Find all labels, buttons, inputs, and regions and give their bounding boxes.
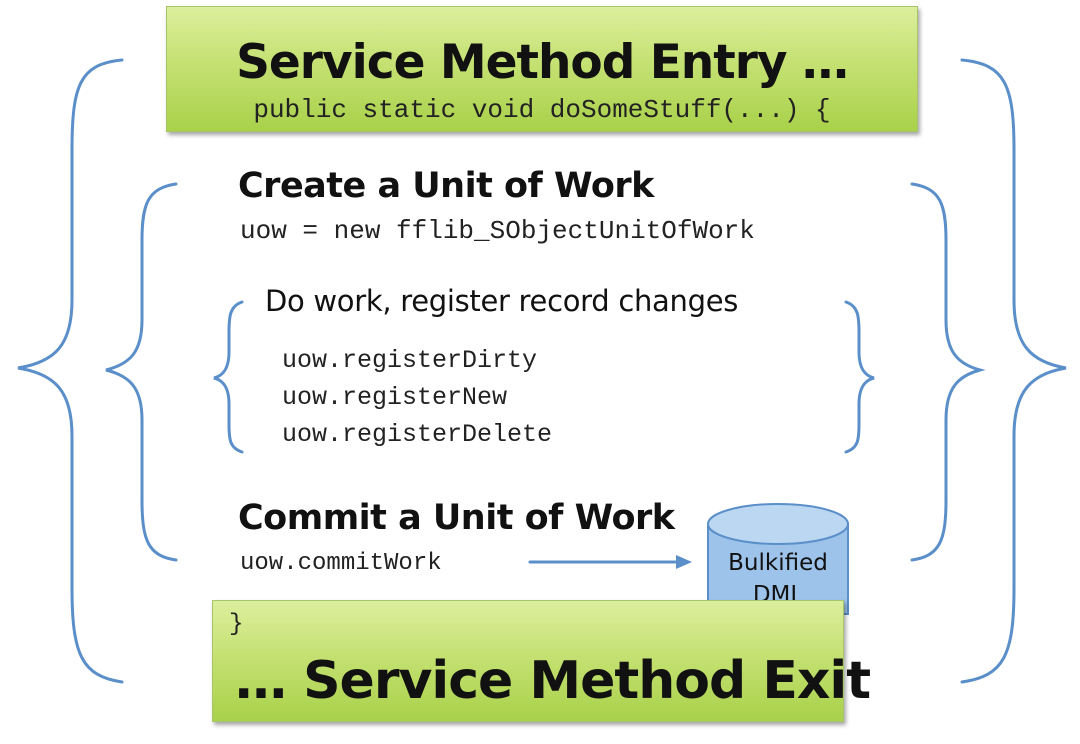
register-dirty-line: uow.registerDirty	[282, 346, 538, 375]
commit-arrow-head	[676, 555, 692, 569]
commit-uow-code: uow.commitWork	[240, 550, 442, 577]
service-exit-code: }	[229, 611, 244, 638]
outer-right-brace	[960, 58, 1067, 684]
inner-left-brace	[105, 182, 178, 562]
service-entry-code: public static void doSomeStuff(...) {	[253, 95, 831, 125]
register-new-line: uow.registerNew	[282, 383, 508, 412]
service-entry-title: Service Method Entry …	[236, 35, 849, 90]
service-entry-box: Service Method Entry … public static voi…	[166, 6, 918, 132]
small-right-brace	[844, 300, 875, 454]
database-cylinder	[707, 503, 849, 615]
do-work-heading: Do work, register record changes	[265, 284, 739, 318]
create-uow-heading: Create a Unit of Work	[238, 166, 654, 206]
commit-uow-heading: Commit a Unit of Work	[238, 498, 675, 538]
outer-left-brace	[17, 58, 124, 684]
create-uow-code: uow = new fflib_SObjectUnitOfWork	[240, 216, 755, 246]
service-exit-title: … Service Method Exit	[235, 651, 871, 711]
inner-right-brace	[910, 182, 986, 562]
small-left-brace	[213, 300, 244, 454]
service-exit-box: } … Service Method Exit	[212, 600, 871, 722]
register-delete-line: uow.registerDelete	[282, 420, 553, 449]
database-label-line1: Bulkified	[728, 550, 828, 576]
